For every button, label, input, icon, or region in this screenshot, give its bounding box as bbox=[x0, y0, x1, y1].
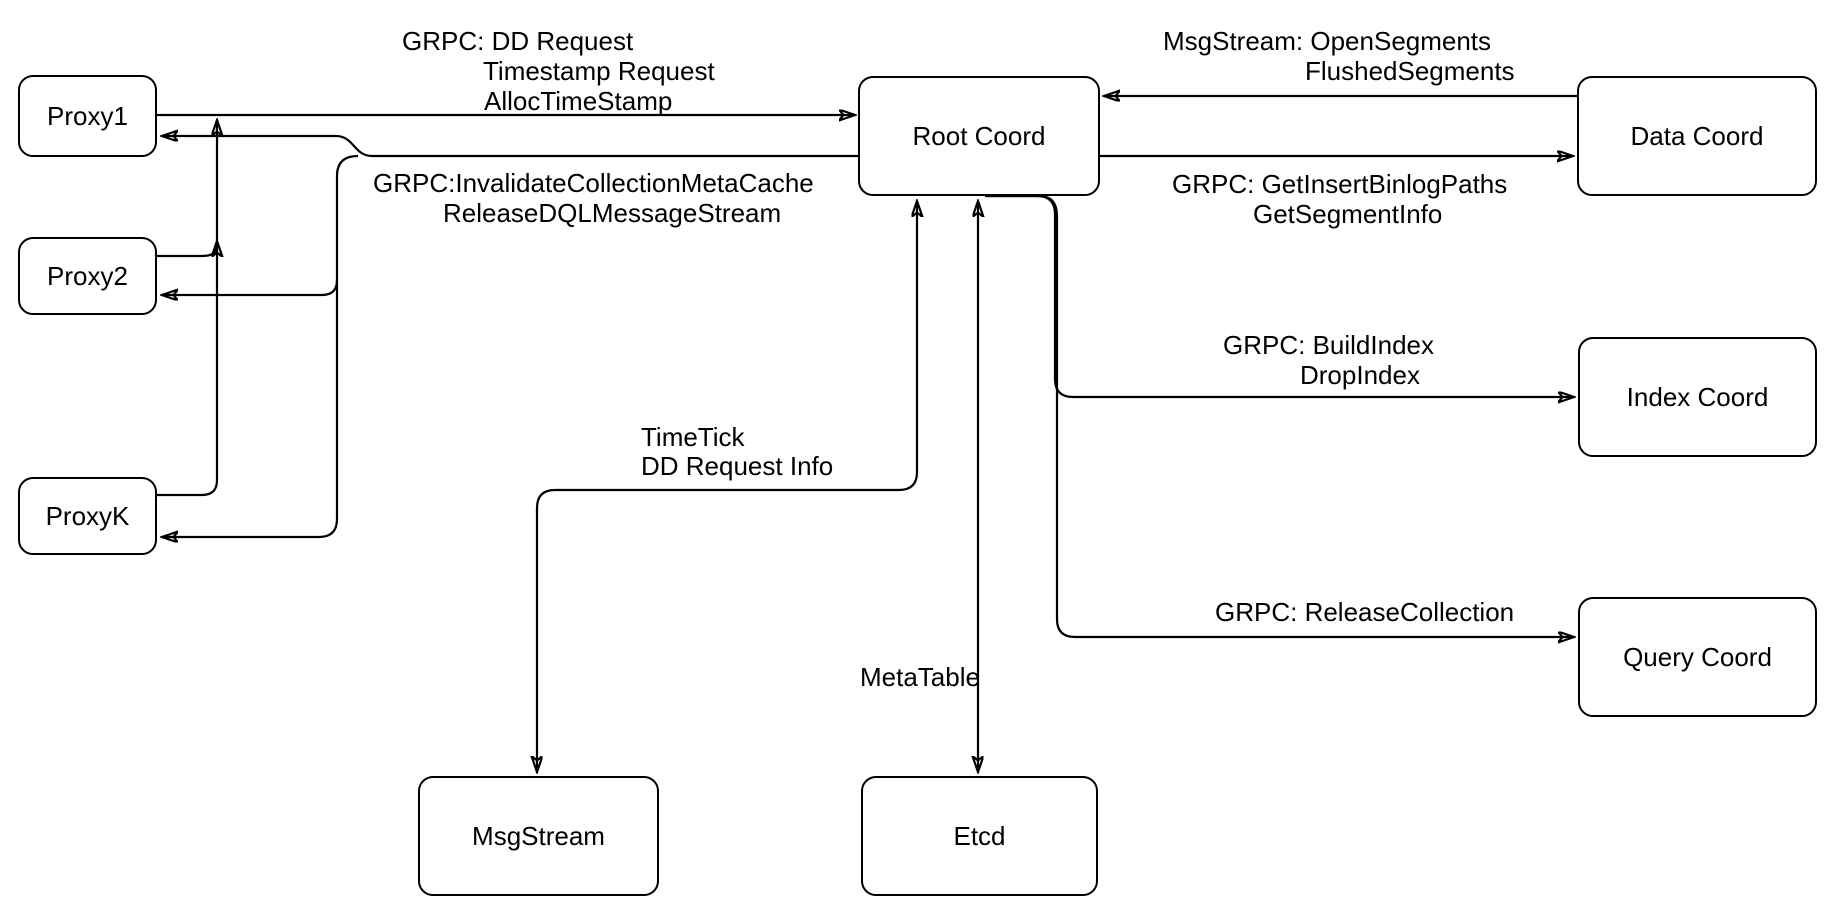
edge-label-root-to-etcd: MetaTable bbox=[860, 662, 980, 692]
node-query-coord: Query Coord bbox=[1578, 597, 1817, 717]
edge-label-root-to-msgstream: TimeTick DD Request Info bbox=[641, 422, 834, 481]
node-proxy2: Proxy2 bbox=[18, 237, 157, 315]
edge-label-proxy-to-root: GRPC: DD Request Timestamp Request Alloc… bbox=[402, 26, 715, 116]
edge-label-root-to-query: GRPC: ReleaseCollection bbox=[1215, 597, 1515, 627]
edge-root-to-proxyk-invalidate bbox=[162, 154, 359, 537]
node-root-coord: Root Coord bbox=[858, 76, 1100, 196]
node-msgstream: MsgStream bbox=[418, 776, 659, 896]
node-proxyk: ProxyK bbox=[18, 477, 157, 555]
edge-root-to-query bbox=[988, 194, 1574, 637]
edge-label-root-to-proxy: GRPC:InvalidateCollectionMetaCache Relea… bbox=[373, 168, 814, 228]
edge-proxyk-merge bbox=[157, 120, 217, 497]
node-index-coord: Index Coord bbox=[1578, 337, 1817, 457]
node-proxy1: Proxy1 bbox=[18, 75, 157, 157]
edge-label-data-to-root: MsgStream: OpenSegments FlushedSegments bbox=[1163, 26, 1515, 86]
edge-root-to-proxy2-invalidate bbox=[162, 279, 339, 295]
edge-proxy2-merge bbox=[157, 241, 217, 258]
node-data-coord: Data Coord bbox=[1577, 76, 1817, 196]
edge-label-root-to-index: GRPC: BuildIndex DropIndex bbox=[1223, 330, 1434, 390]
edge-root-to-proxy1-invalidate bbox=[162, 136, 858, 158]
node-etcd: Etcd bbox=[861, 776, 1098, 896]
edge-label-root-to-data: GRPC: GetInsertBinlogPaths GetSegmentInf… bbox=[1172, 169, 1508, 229]
